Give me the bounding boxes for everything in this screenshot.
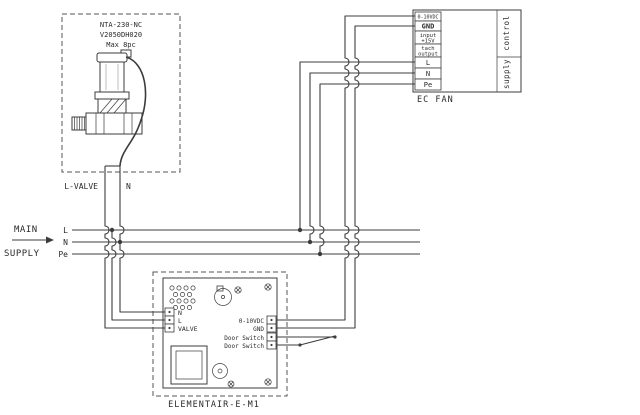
door-switch-blade — [299, 335, 336, 346]
buzzer-component — [214, 285, 232, 306]
terminal-door-switch-2-label: Door Switch — [224, 343, 264, 350]
ec-fan-terminal-tach-label: tach — [421, 46, 434, 52]
terminal-screw-icon — [270, 343, 273, 347]
terminal-n-label: N — [178, 309, 182, 317]
valve-model-line1: NTA-230-NC — [100, 21, 142, 29]
ec-fan-group-control-label: control — [502, 15, 511, 50]
ec-fan-terminal-gnd-label: GND — [422, 23, 435, 31]
solenoid-valve-drawing — [71, 49, 147, 167]
valve-coil-cap — [96, 52, 128, 63]
terminal-screw-icon — [168, 310, 171, 314]
transformer-component — [170, 345, 208, 385]
terminal-screw-icon — [270, 318, 273, 322]
main-line-l-label: L — [63, 226, 68, 235]
capacitor-component — [212, 363, 228, 379]
transformer-inner — [175, 350, 203, 380]
screw-icon — [264, 283, 272, 291]
wiring — [72, 15, 420, 347]
screw-icon — [234, 286, 242, 294]
terminal-gnd-label: GND — [253, 326, 264, 333]
junction-dot — [307, 239, 313, 245]
controller-board: N L VALVE 0-10VDC GND Door Switch Door S… — [152, 271, 288, 410]
main-supply: MAIN SUPPLY L N Pe — [4, 225, 68, 259]
valve-cable — [119, 56, 147, 167]
valve-thread-lines — [74, 117, 85, 130]
screw-icon — [227, 380, 235, 388]
ec-fan-terminal-15v-label: +15V — [421, 39, 435, 45]
ec-fan-terminal-output-label: output — [418, 52, 438, 58]
ec-fan-terminal-input-label: input — [420, 33, 437, 39]
valve-pipe — [85, 112, 143, 135]
ec-fan-terminal-pe-label: Pe — [424, 81, 432, 89]
valve-wire-neutral-label: N — [126, 182, 131, 191]
valve-body-hatch — [99, 98, 127, 114]
left-terminal-block: N L VALVE — [164, 307, 198, 333]
wire-fan-pe — [319, 83, 415, 254]
terminal-screw-icon — [168, 326, 171, 330]
valve-pipe-segments — [95, 113, 133, 134]
valve-wire-live-label: L-VALVE — [64, 182, 98, 191]
mounting-screws — [227, 283, 272, 388]
terminal-screw-icon — [270, 335, 273, 339]
terminal-screw-icon — [270, 326, 273, 330]
door-switch-pivot — [298, 343, 302, 347]
ec-fan-unit: 0-10VDC GND input +15V tach output L N P… — [412, 9, 522, 105]
valve-coil-body — [99, 61, 125, 93]
wire-fan-l — [299, 61, 415, 230]
terminal-valve-label: VALVE — [178, 325, 198, 333]
junction-dot — [117, 239, 123, 245]
valve-flange — [94, 91, 130, 100]
valve-unit-dashed-box — [61, 13, 181, 173]
buzzer-body — [214, 288, 232, 306]
wire-control-gnd — [276, 25, 415, 329]
ec-fan-group-supply-label: supply — [502, 59, 511, 89]
junction-dot — [109, 227, 115, 233]
junction-dot — [297, 227, 303, 233]
valve-thread-nipple — [71, 116, 87, 131]
valve-unit: NTA-230-NC V2050DH020 Max 8pc L-VALVE N — [61, 13, 181, 191]
door-switch-contact — [333, 335, 337, 339]
main-supply-title-line2: SUPPLY — [4, 249, 40, 259]
terminal-screw-icon — [168, 318, 171, 322]
wire-fan-n — [309, 72, 415, 242]
right-terminal-block: 0-10VDC GND Door Switch Door Switch — [224, 315, 277, 350]
main-supply-arrow-head — [46, 236, 54, 244]
ec-fan-terminal-n-label: N — [426, 70, 430, 78]
junction-dot — [317, 251, 323, 257]
controller-title: ELEMENTAIR-E-M1 — [168, 400, 260, 410]
valve-model-line3: Max 8pc — [106, 41, 136, 49]
valve-model-line2: V2050DH020 — [100, 31, 142, 39]
speaker-grille — [169, 285, 196, 310]
transformer-outer — [170, 345, 208, 385]
wire-neutral — [119, 166, 165, 313]
valve-coil-shading — [105, 64, 119, 90]
screw-icon — [264, 378, 272, 386]
buzzer-center — [221, 295, 225, 299]
wire-valve-live — [104, 166, 165, 329]
ec-fan-terminal-0-10vdc-label: 0-10VDC — [417, 15, 438, 21]
main-line-n-label: N — [63, 238, 68, 247]
terminal-l-label: L — [178, 317, 182, 325]
controller-dashed-box — [152, 271, 288, 397]
main-supply-title-line1: MAIN — [14, 225, 38, 235]
wire-board-live — [111, 230, 165, 321]
terminal-0-10vdc-label: 0-10VDC — [239, 318, 265, 325]
wire-control-0-10vdc — [276, 15, 415, 321]
ec-fan-title: EC FAN — [417, 95, 454, 105]
terminal-door-switch-1-label: Door Switch — [224, 335, 264, 342]
ec-fan-terminal-l-label: L — [426, 59, 430, 67]
main-line-pe-label: Pe — [58, 250, 68, 259]
